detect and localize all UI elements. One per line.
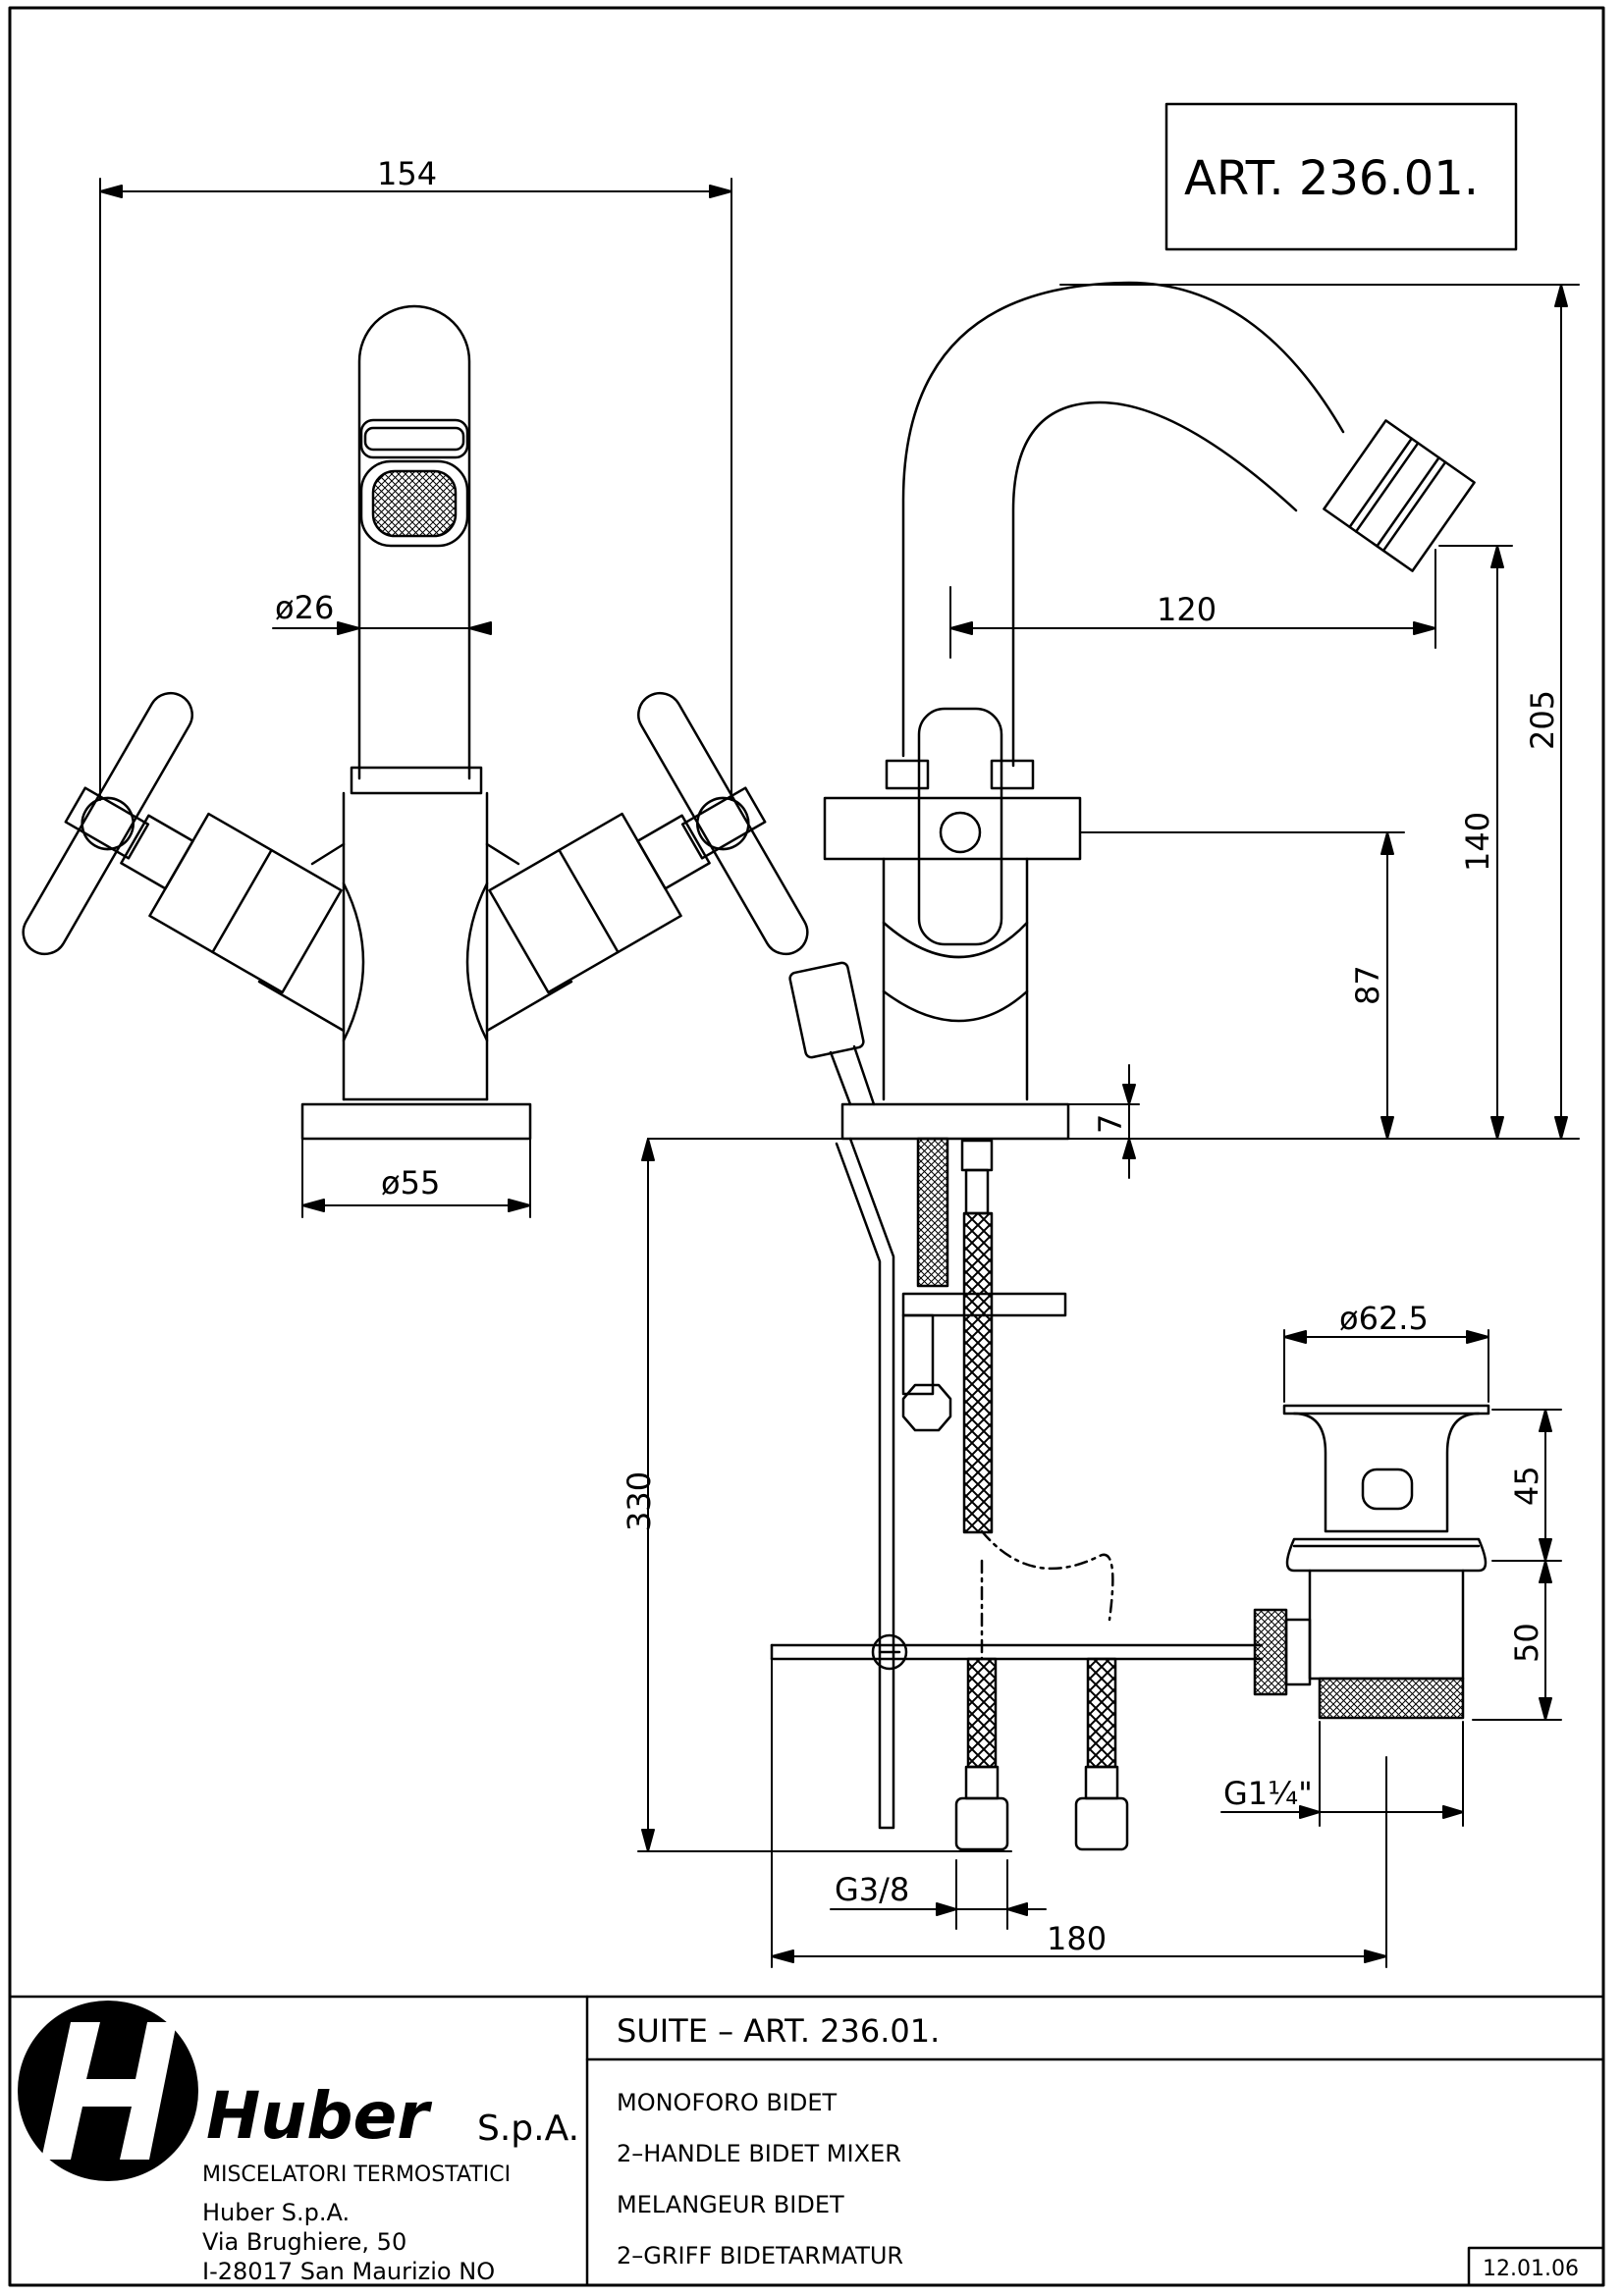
- title-block: [8, 1995, 1605, 2287]
- dim-total-height: 205: [1524, 690, 1561, 750]
- supply-hose-3: [1086, 1657, 1117, 1769]
- dim-thread-inlet: G3/8: [835, 1871, 909, 1908]
- dim-base-thickness: 7: [1092, 1114, 1129, 1134]
- left-valve: [22, 691, 343, 994]
- dim-front-width: 154: [377, 155, 437, 192]
- below-deck: [770, 1137, 1264, 1851]
- side-handle-vertical: [917, 707, 1003, 946]
- waste-slot: [1361, 1468, 1414, 1511]
- drawing-date: 12.01.06: [1483, 2257, 1579, 2281]
- dim-height-87: 87: [1349, 965, 1386, 1005]
- dim-base-diameter: ø55: [381, 1164, 440, 1201]
- side-base: [840, 1102, 1070, 1141]
- description-de: 2–GRIFF BIDETARMATUR: [617, 2242, 903, 2269]
- dim-spout-reach: 120: [1157, 591, 1217, 628]
- description-fr: MELANGEUR BIDET: [617, 2191, 844, 2218]
- front-body: [342, 791, 489, 1101]
- dim-waste-50: 50: [1508, 1623, 1545, 1663]
- article-box: [1164, 102, 1518, 251]
- description-en: 2–HANDLE BIDET MIXER: [617, 2140, 901, 2167]
- front-dimensions: [99, 178, 732, 1218]
- front-body-arc-left: [342, 881, 365, 1042]
- dim-overall-180: 180: [1047, 1920, 1107, 1957]
- dim-spout-diameter: ø26: [275, 589, 334, 626]
- company-subtitle: MISCELATORI TERMOSTATICI: [202, 2163, 511, 2187]
- waste-flange: [1282, 1404, 1490, 1415]
- article-number: ART. 236.01.: [1184, 151, 1479, 206]
- logo-suffix: S.p.A.: [477, 2109, 579, 2149]
- front-aerator: [359, 459, 469, 548]
- front-collar: [350, 766, 483, 795]
- waste-knob: [1253, 1608, 1288, 1696]
- right-valve: [488, 691, 809, 994]
- rod-clip: [871, 1633, 908, 1671]
- address-line-1: Huber S.p.A.: [202, 2199, 350, 2226]
- side-spout-inner: [1011, 400, 1298, 768]
- supply-hose-2: [966, 1657, 998, 1769]
- product-title: SUITE – ART. 236.01.: [617, 2012, 940, 2050]
- page-border: [8, 6, 1605, 2287]
- dim-waste-diameter: ø62.5: [1339, 1300, 1429, 1337]
- logo-word: Huber: [206, 2078, 432, 2154]
- address-line-2: Via Brughiere, 50: [202, 2228, 406, 2256]
- popup-rod: [835, 1137, 895, 1830]
- dim-thread-waste: G1¼": [1223, 1775, 1313, 1812]
- popup-knob: [788, 961, 865, 1059]
- side-nozzle: [1323, 419, 1476, 572]
- dim-below-deck: 330: [621, 1471, 658, 1531]
- side-body: [882, 857, 1029, 1101]
- address-line-3: I-28017 San Maurizio NO: [202, 2258, 495, 2285]
- side-handle-bar: [823, 796, 1082, 861]
- supply-hose-1: [962, 1211, 994, 1534]
- waste-thread: [1318, 1677, 1465, 1720]
- front-view: [22, 304, 809, 1141]
- front-spout: [357, 304, 471, 780]
- waste-assembly: [1253, 1404, 1490, 1720]
- dim-height-140: 140: [1459, 812, 1496, 872]
- dim-waste-45: 45: [1508, 1466, 1545, 1506]
- side-spout-outer: [901, 281, 1345, 758]
- front-body-arc-right: [465, 881, 489, 1042]
- huber-logo: [18, 2001, 198, 2181]
- waste-dimensions: [1220, 1329, 1562, 1827]
- front-base: [300, 1102, 532, 1141]
- description-it: MONOFORO BIDET: [617, 2089, 838, 2116]
- front-aerator-ring: [359, 418, 469, 459]
- side-view: [647, 281, 1580, 1141]
- inlet-dimension: [771, 1658, 1387, 1968]
- side-dimensions: [637, 284, 1580, 1852]
